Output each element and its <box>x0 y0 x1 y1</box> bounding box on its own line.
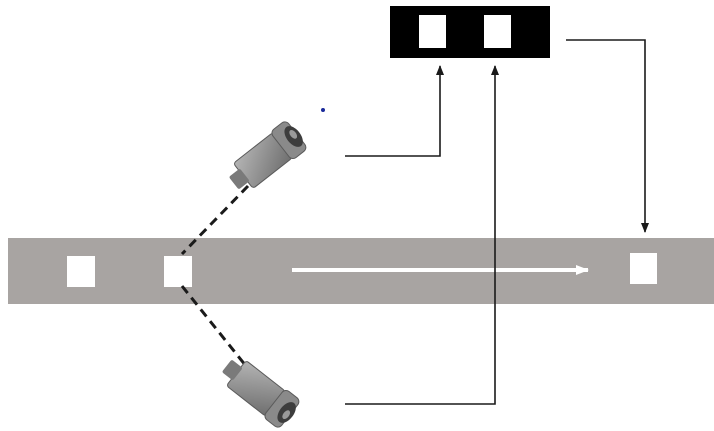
lower-camera-icon <box>222 360 300 428</box>
controller-slot-1 <box>419 15 446 48</box>
controller-output-line <box>566 39 649 233</box>
controller-box <box>390 6 550 58</box>
upper-camera-signal-line <box>345 65 444 157</box>
belt-item <box>67 256 95 287</box>
upper-camera-sightline <box>180 184 250 256</box>
belt-item-inspected <box>164 256 192 287</box>
upper-camera-icon <box>229 121 307 189</box>
marker-dot <box>321 108 325 112</box>
lower-camera-signal-line <box>345 65 499 405</box>
lower-camera-sightline <box>180 285 248 367</box>
belt-item-output <box>630 253 657 284</box>
controller-slot-2 <box>484 15 511 48</box>
